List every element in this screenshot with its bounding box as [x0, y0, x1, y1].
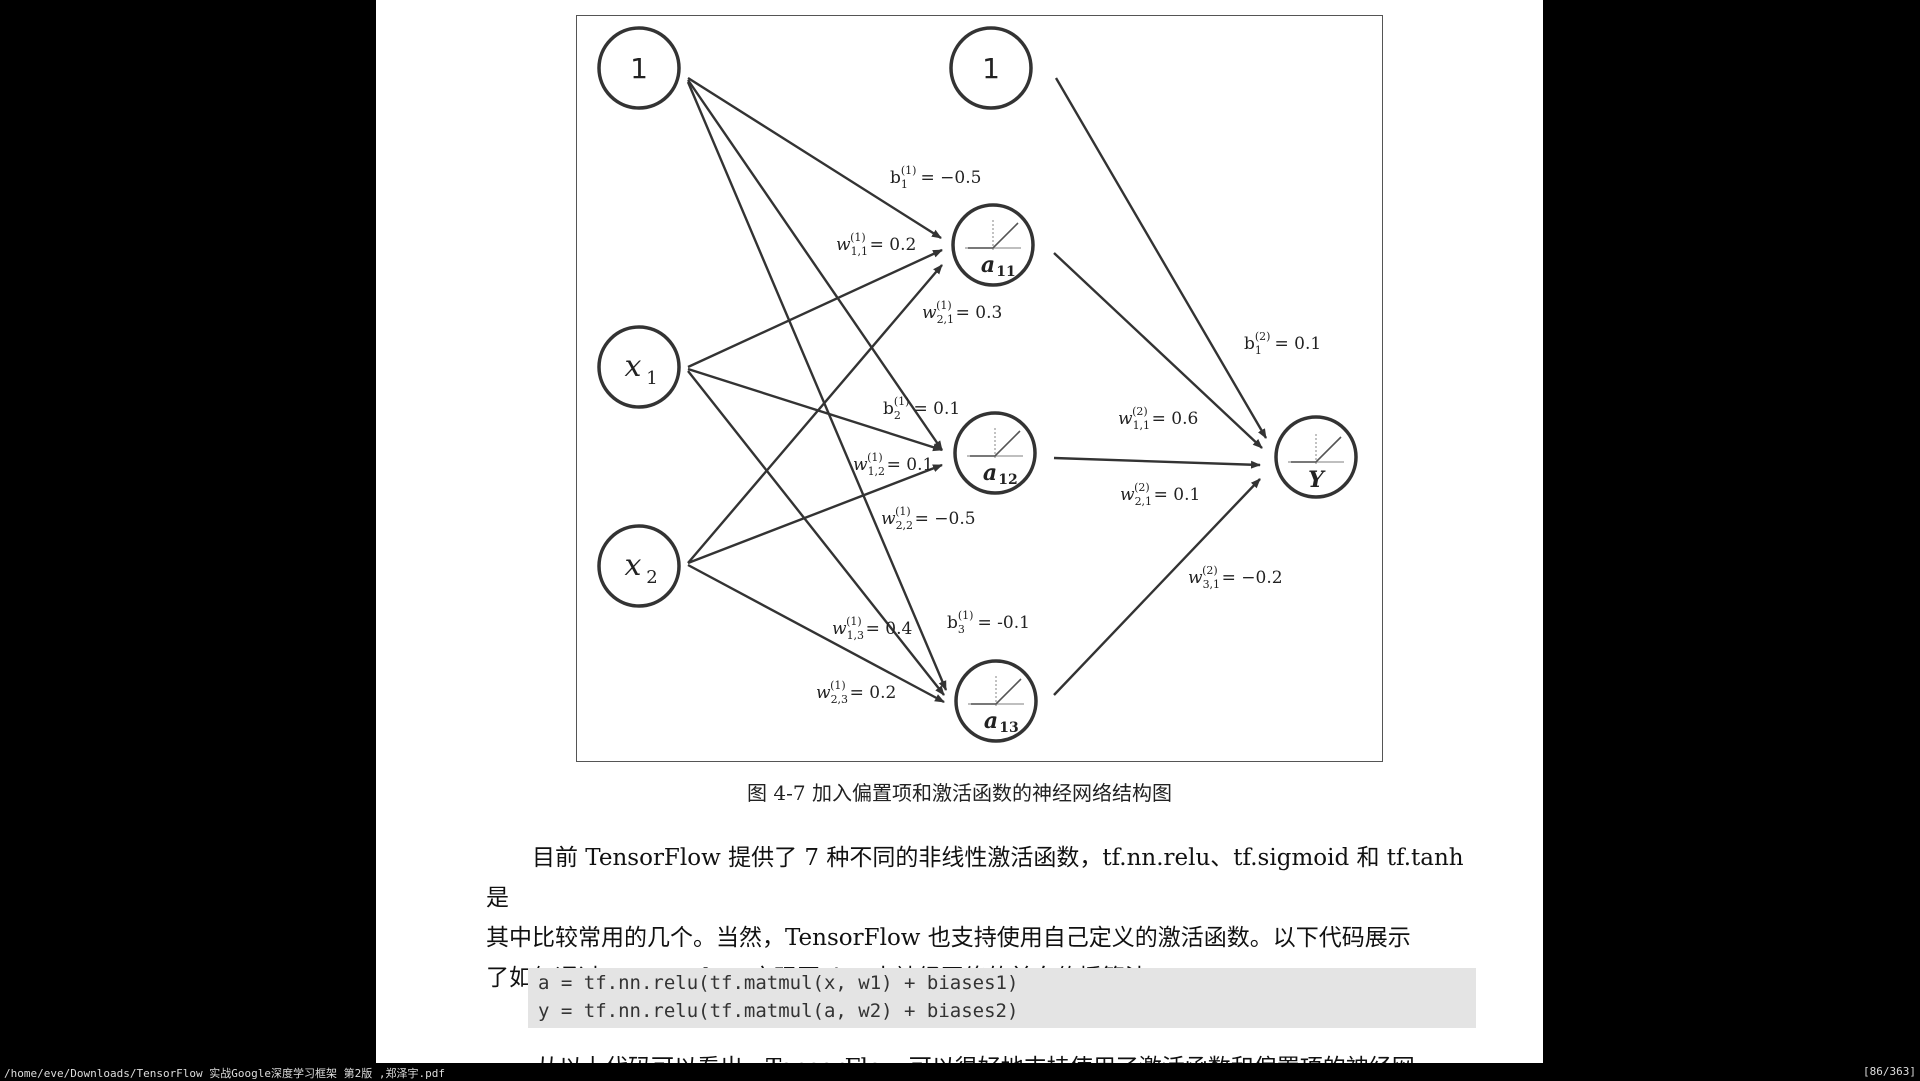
label-w12-1: w1,2(1)= 0.1: [853, 451, 933, 478]
status-bar: /home/eve/Downloads/TensorFlow 实战Google深…: [0, 1063, 1920, 1080]
paragraph-line-2: 其中比较常用的几个。当然，TensorFlow 也支持使用自己定义的激活函数。以…: [486, 925, 1411, 951]
svg-text:1: 1: [630, 52, 648, 85]
input-node-x1: x 1: [597, 325, 681, 409]
label-b1-2: b1(2)= 0.1: [1244, 330, 1321, 357]
svg-text:11: 11: [996, 264, 1015, 280]
label-w21-1: w2,1(1)= 0.3: [922, 299, 1002, 326]
paragraph-line-cutoff: 从以上代码可以看出，TensorFlow 可以很好地支持使用了激活函数和偏置项的…: [536, 1048, 1415, 1063]
label-b1-1: b1(1)= −0.5: [890, 164, 981, 191]
edge-x1-a13: [687, 370, 945, 696]
svg-text:a: a: [983, 460, 997, 486]
edge-a13-y: [1053, 478, 1261, 696]
edge-x1-a11: [687, 248, 943, 369]
edge-x2-a12: [687, 463, 943, 565]
hidden-node-a13: a 13: [954, 659, 1038, 743]
code-line-2: y = tf.nn.relu(tf.matmul(a, w2) + biases…: [538, 1000, 1019, 1022]
svg-text:a: a: [981, 252, 995, 278]
label-w22-1: w2,2(1)= −0.5: [881, 505, 976, 532]
edge-bias-a13: [686, 81, 948, 691]
weight-labels: b1(1)= −0.5 w1,1(1)= 0.2 w2,1(1)= 0.3 b2…: [816, 164, 1321, 706]
svg-text:1: 1: [646, 368, 657, 389]
figure-frame: [576, 15, 1383, 762]
svg-text:x: x: [625, 349, 642, 384]
svg-text:2: 2: [646, 567, 657, 588]
hidden-bias-node: 1: [949, 26, 1033, 110]
hidden-node-a11: a 11: [951, 203, 1035, 287]
page-indicator: [86/363]: [1863, 1065, 1916, 1078]
edges: [686, 76, 1268, 704]
svg-text:Y: Y: [1308, 467, 1326, 493]
label-w31-2: w3,1(2)= −0.2: [1188, 564, 1283, 591]
input-node-x2: x 2: [597, 524, 681, 608]
svg-text:x: x: [625, 548, 642, 583]
relu-graph-icon: [967, 428, 1023, 458]
output-node-y: Y: [1274, 415, 1358, 499]
label-w23-1: w2,3(1)= 0.2: [816, 679, 896, 706]
svg-text:13: 13: [999, 720, 1018, 736]
label-w21-2: w2,1(2)= 0.1: [1120, 481, 1200, 508]
relu-graph-icon: [968, 676, 1024, 706]
label-w13-1: w1,3(1)= 0.4: [832, 615, 912, 642]
relu-graph-icon: [965, 220, 1021, 250]
file-path: /home/eve/Downloads/TensorFlow 实战Google深…: [4, 1067, 446, 1080]
code-block: a = tf.nn.relu(tf.matmul(x, w1) + biases…: [528, 968, 1476, 1028]
figure-caption: 图 4-7 加入偏置项和激活函数的神经网络结构图: [747, 781, 1172, 805]
svg-text:a: a: [984, 708, 998, 734]
relu-graph-icon: [1288, 434, 1344, 464]
neural-network-diagram: 1 x 1 x 2 1 a 11: [597, 26, 1358, 743]
edge-hbias-y: [1054, 77, 1268, 439]
label-w11-1: w1,1(1)= 0.2: [836, 231, 916, 258]
paragraph-line-1: 目前 TensorFlow 提供了 7 种不同的非线性激活函数，tf.nn.re…: [486, 845, 1464, 911]
edge-a12-y: [1053, 456, 1261, 469]
pdf-page: 1 x 1 x 2 1 a 11: [376, 0, 1543, 1063]
edge-x1-a12: [687, 367, 943, 452]
edge-x2-a11: [687, 264, 943, 564]
edge-x2-a13: [687, 563, 945, 704]
label-b2-1: b2(1)= 0.1: [883, 395, 960, 422]
label-w11-2: w1,1(2)= 0.6: [1118, 405, 1198, 432]
edge-bias-a11: [687, 76, 942, 240]
input-bias-node: 1: [597, 26, 681, 110]
hidden-node-a12: a 12: [953, 411, 1037, 495]
edge-bias-a12: [687, 79, 943, 451]
svg-text:1: 1: [982, 52, 1000, 85]
edge-a11-y: [1053, 252, 1263, 449]
svg-text:12: 12: [998, 472, 1017, 488]
code-line-1: a = tf.nn.relu(tf.matmul(x, w1) + biases…: [538, 972, 1019, 994]
label-b3-1: b3(1)= -0.1: [947, 609, 1030, 636]
